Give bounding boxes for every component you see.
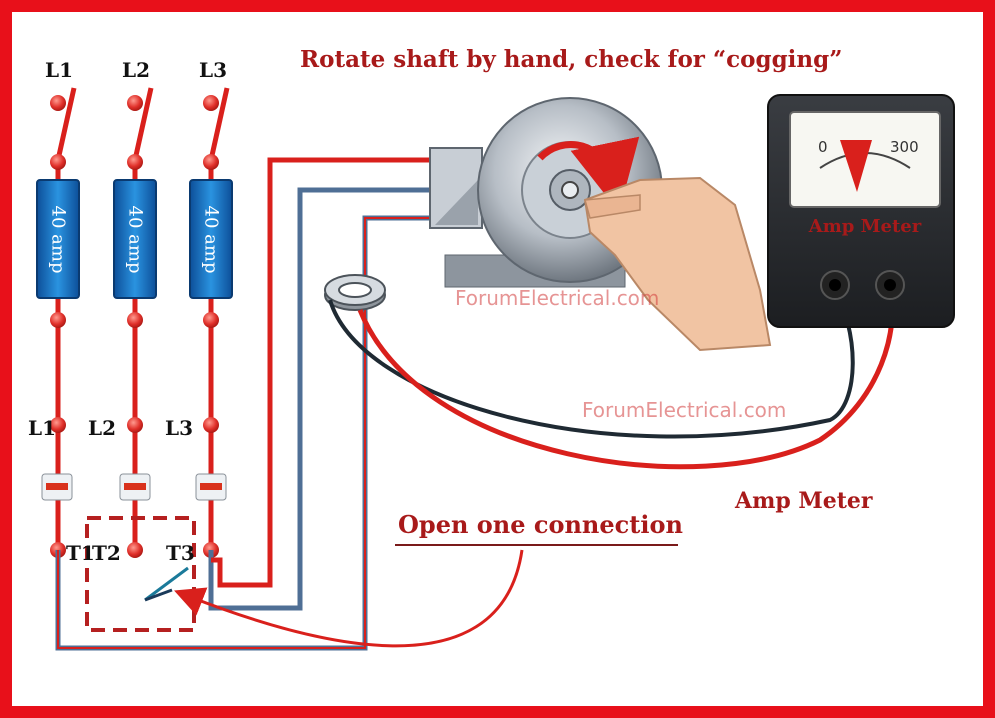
fuse-l1 (36, 179, 80, 299)
switch-blade-l2 (132, 87, 154, 161)
contactor-label-l3: L3 (165, 416, 193, 440)
switch-blade-l1 (55, 87, 77, 161)
motor-shaft (561, 181, 579, 199)
motor-leads (55, 157, 430, 651)
open-connection-arrow (174, 549, 524, 648)
contactor-label-l2: L2 (88, 416, 116, 440)
page-title: Rotate shaft by hand, check for “cogging… (300, 46, 843, 73)
watermark-1: ForumElectrical.com (455, 286, 660, 310)
hand (583, 176, 772, 352)
open-contact-blade (144, 566, 189, 602)
open-connection-box (85, 516, 196, 632)
contactor-nodes (50, 417, 219, 433)
open-connection-label: Open one connection (398, 510, 683, 539)
terminal-label-t3: T3 (166, 541, 195, 565)
amp-meter (767, 94, 955, 328)
meter-scale-max: 300 (890, 138, 919, 156)
fuse-label-l2: 40 amp (124, 205, 146, 274)
supply-label-l3: L3 (199, 58, 227, 82)
terminal-label-t1: T1 (66, 541, 95, 565)
supply-switches (50, 87, 230, 170)
meter-lead-black (328, 283, 855, 439)
switch-top-node-l2 (127, 95, 143, 111)
fuse-label-l1: 40 amp (47, 205, 69, 274)
amp-meter-label: Amp Meter (735, 488, 873, 514)
meter-scale-min: 0 (818, 138, 828, 156)
switch-top-node-l1 (50, 95, 66, 111)
supply-label-l1: L1 (45, 58, 73, 82)
supply-label-l2: L2 (122, 58, 150, 82)
current-clamp (324, 274, 386, 311)
rotation-arrow (537, 136, 640, 213)
watermark-2: ForumElectrical.com (582, 398, 787, 422)
meter-title: Amp Meter (808, 216, 922, 237)
fuse-l2 (113, 179, 157, 299)
contactor-label-l1: L1 (28, 416, 56, 440)
fuse-label-l3: 40 amp (200, 205, 222, 274)
terminal-label-t2: T2 (92, 541, 121, 565)
switch-top-node-l3 (203, 95, 219, 111)
switch-blade-l3 (208, 87, 230, 161)
fuse-l3 (189, 179, 233, 299)
meter-needle (840, 140, 872, 192)
meter-lead-red (357, 284, 895, 470)
fuses (36, 179, 233, 328)
overload-relays (41, 473, 227, 501)
